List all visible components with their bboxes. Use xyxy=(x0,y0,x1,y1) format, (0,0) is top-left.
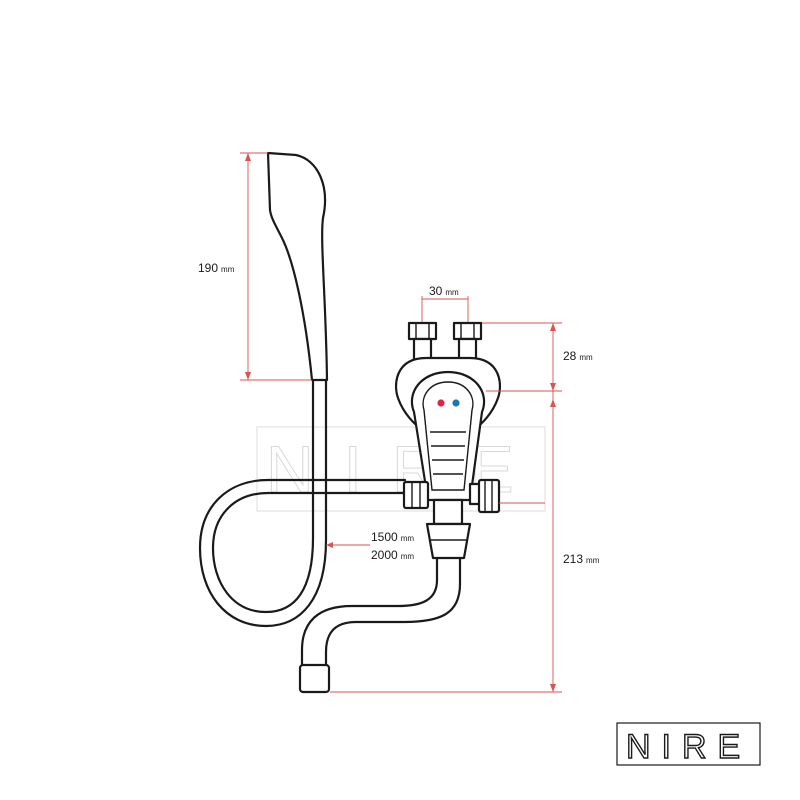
hot-indicator-icon xyxy=(437,399,445,407)
brand-logo: NIRE xyxy=(616,722,761,767)
diverter-knob xyxy=(468,478,501,514)
dimension-inlet-height xyxy=(482,322,562,392)
brand-logo-text: NIRE xyxy=(626,728,751,766)
hot-inlet-connector xyxy=(407,321,438,363)
shower-head xyxy=(266,151,329,382)
dimension-body-height xyxy=(330,391,562,693)
watermark: NIRE xyxy=(256,426,546,512)
hose-outlet-fitting xyxy=(402,480,430,510)
dimension-inlet-spacing xyxy=(421,296,469,322)
cold-indicator-icon xyxy=(452,399,460,407)
dimension-hose-length xyxy=(326,542,370,548)
cold-inlet-connector xyxy=(452,321,483,363)
spout xyxy=(298,556,462,694)
spout-collar xyxy=(425,498,472,560)
dimension-shower-head xyxy=(240,152,312,381)
mixer-body xyxy=(394,356,502,502)
shower-hose xyxy=(198,378,407,628)
